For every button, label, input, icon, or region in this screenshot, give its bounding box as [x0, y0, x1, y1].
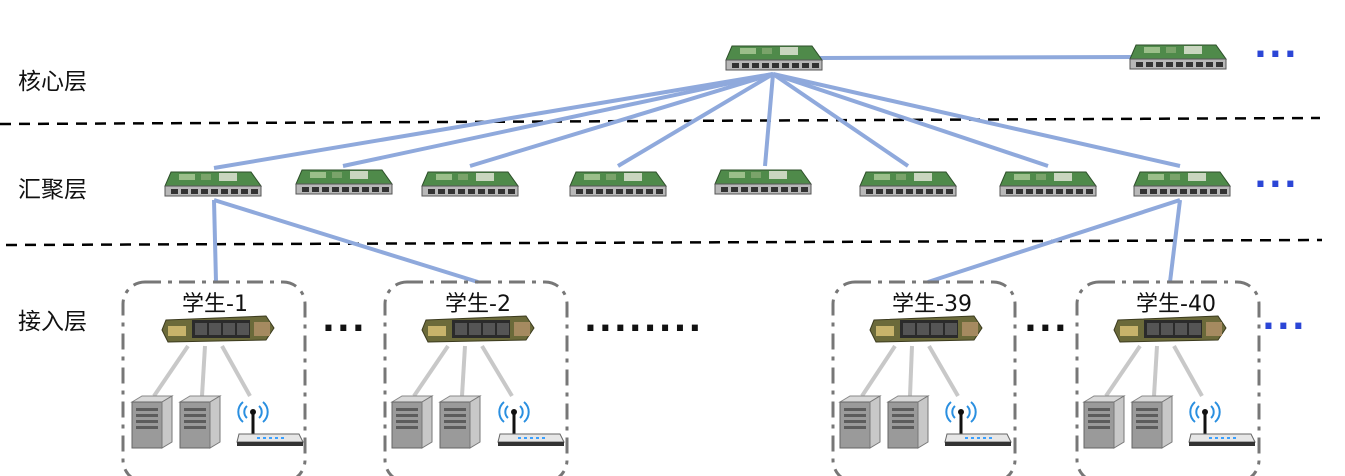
server-icon	[132, 396, 172, 448]
core-more-ellipsis: ...	[1254, 36, 1299, 56]
server-icon	[888, 396, 928, 448]
server-icon	[440, 396, 480, 448]
wireless-router-icon	[498, 402, 564, 446]
group-label-student-40: 学生-40	[1116, 286, 1236, 318]
divider-aggregation-access	[6, 240, 1322, 245]
group-gap-ellipsis: ...	[322, 310, 367, 330]
access-board-icon	[422, 316, 534, 342]
student-group-1	[132, 316, 303, 448]
wireless-router-icon	[1189, 402, 1255, 446]
server-icon	[180, 396, 220, 448]
aggregation-switch-icon	[296, 170, 392, 194]
aggregation-switch-icon	[860, 172, 956, 196]
core-switch-icon	[726, 46, 822, 70]
group-gap-ellipsis-long: ........	[584, 310, 703, 330]
aggregation-switch-icon	[715, 170, 811, 194]
student-group-40	[1084, 316, 1255, 448]
server-icon	[1084, 396, 1124, 448]
core-links	[214, 57, 1180, 168]
aggregation-more-ellipsis: ...	[1254, 166, 1299, 186]
student-group-2	[392, 316, 564, 448]
core-switch-icon	[1130, 45, 1226, 69]
aggregation-switch-icon	[1134, 172, 1230, 196]
group-label-student-1: 学生-1	[155, 286, 275, 318]
server-icon	[840, 396, 880, 448]
group-label-student-39: 学生-39	[872, 286, 992, 318]
access-more-ellipsis: ...	[1262, 308, 1307, 328]
group-gap-ellipsis: ...	[1024, 310, 1069, 330]
group-label-student-2: 学生-2	[418, 286, 538, 318]
server-icon	[392, 396, 432, 448]
wireless-router-icon	[945, 402, 1011, 446]
wireless-router-icon	[237, 402, 303, 446]
access-board-icon	[162, 316, 274, 342]
aggregation-switch-icon	[422, 172, 518, 196]
aggregation-switch-icon	[1000, 172, 1096, 196]
access-board-icon	[870, 316, 982, 342]
server-icon	[1132, 396, 1172, 448]
student-group-39	[840, 316, 1011, 448]
aggregation-switch-icon	[165, 172, 261, 196]
access-board-icon	[1114, 316, 1226, 342]
aggregation-switch-icon	[570, 172, 666, 196]
divider-core-aggregation	[0, 118, 1320, 124]
